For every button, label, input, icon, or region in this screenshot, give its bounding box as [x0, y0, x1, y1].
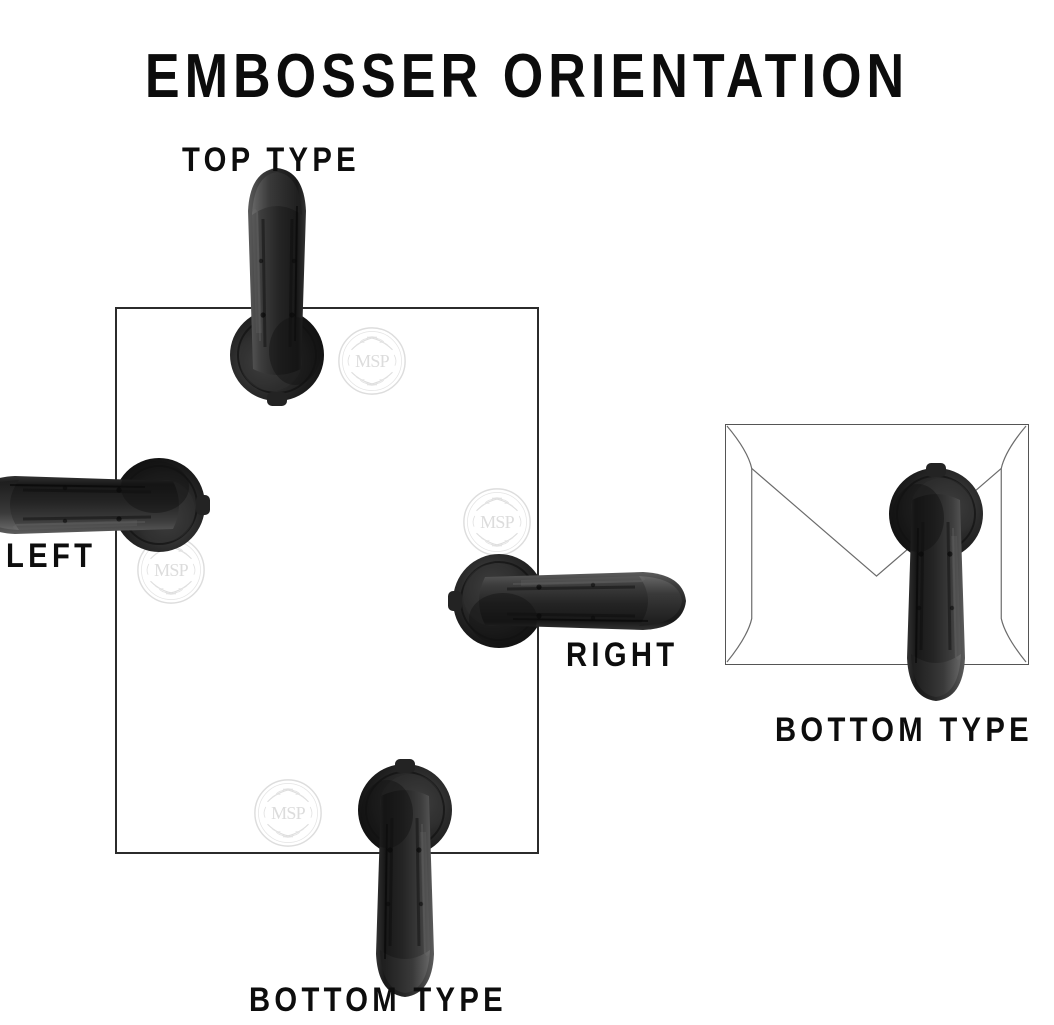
embosser-right-icon — [443, 553, 693, 649]
embossed-seal-icon — [461, 486, 533, 558]
page-title: EMBOSSER ORIENTATION — [144, 41, 910, 111]
embosser-bottom-type-paper-icon — [357, 754, 453, 1004]
embosser-top-type-icon — [229, 161, 325, 411]
embossed-seal-icon — [336, 325, 408, 397]
label-left: LEFT — [6, 537, 97, 575]
embosser-bottom-type-envelope-icon — [888, 458, 984, 708]
label-bottom-type-paper: BOTTOM TYPE — [249, 981, 507, 1019]
label-top-type: TOP TYPE — [182, 141, 360, 179]
label-bottom-type-envelope: BOTTOM TYPE — [775, 711, 1033, 749]
embossed-seal-icon — [252, 777, 324, 849]
label-right: RIGHT — [566, 636, 679, 674]
envelope — [725, 424, 1029, 665]
